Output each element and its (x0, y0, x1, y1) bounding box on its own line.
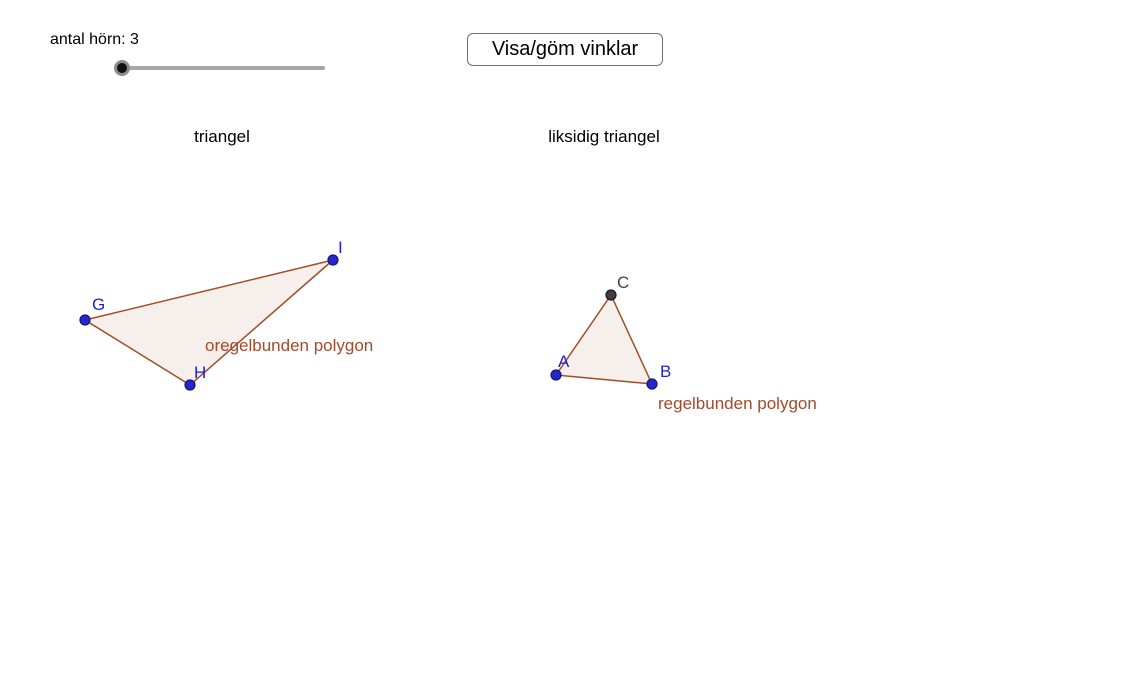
polygon-irregular-triangle[interactable] (83, 259, 334, 386)
point-H[interactable] (184, 379, 196, 391)
polygon-equilateral-triangle[interactable] (554, 293, 654, 385)
point-label-C: C (617, 273, 629, 292)
point-G[interactable] (79, 314, 91, 326)
point-B[interactable] (646, 378, 658, 390)
caption-regular-polygon: regelbunden polygon (658, 394, 817, 413)
slider-label: antal hörn: 3 (50, 31, 139, 48)
point-label-H: H (194, 363, 206, 382)
point-label-A: A (558, 352, 570, 371)
point-C[interactable] (605, 289, 617, 301)
caption-irregular-polygon: oregelbunden polygon (205, 336, 374, 355)
point-A[interactable] (550, 369, 562, 381)
toggle-angles-button[interactable]: Visa/göm vinklar (467, 33, 663, 66)
figure-title-equilateral: liksidig triangel (548, 127, 660, 146)
slider-thumb[interactable] (114, 60, 130, 76)
point-label-I: I (338, 238, 343, 257)
figure-title-irregular: triangel (194, 127, 250, 146)
point-label-G: G (92, 295, 105, 314)
point-label-B: B (660, 362, 671, 381)
point-I[interactable] (327, 254, 339, 266)
slider-track[interactable] (115, 66, 325, 70)
